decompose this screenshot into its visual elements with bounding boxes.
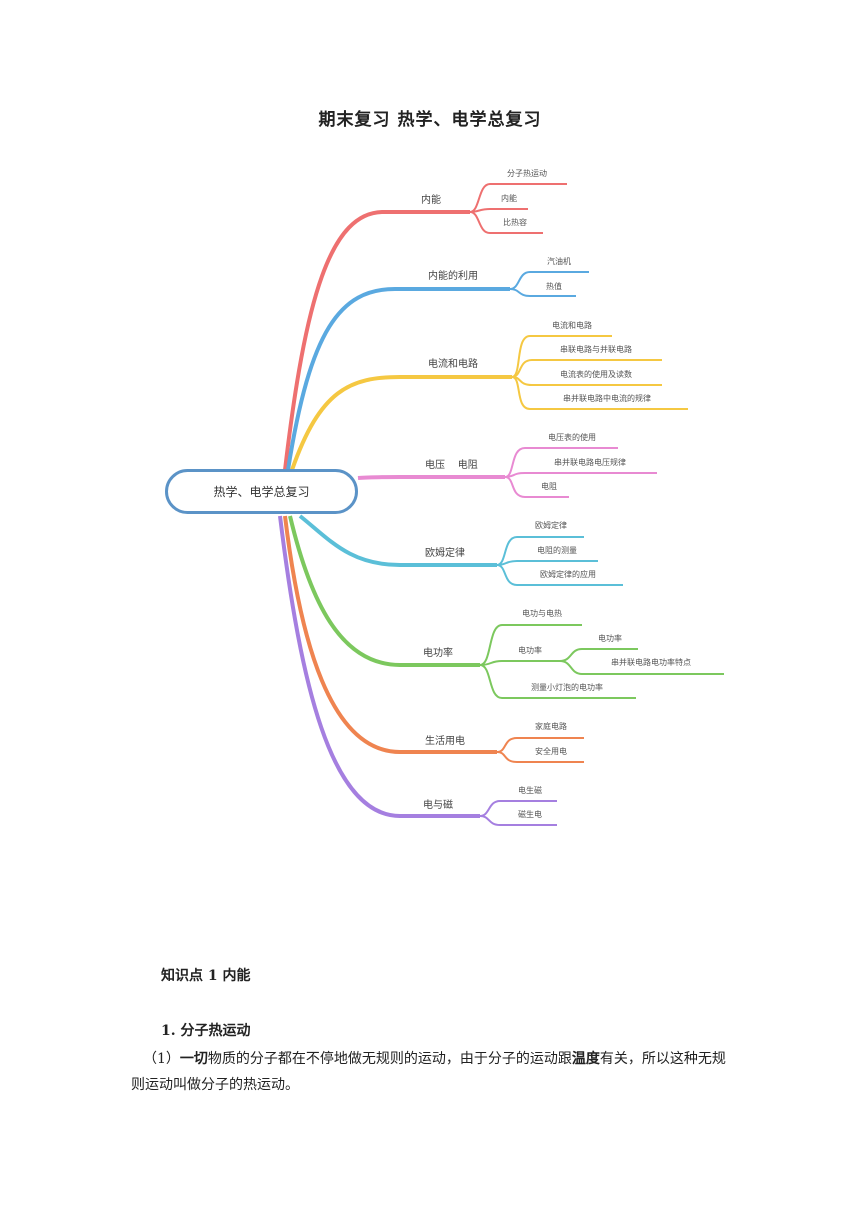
para-mid: 物质的分子都在不停地做无规则的运动，由于分子的运动跟 xyxy=(207,1051,572,1067)
topic-fenzi-reyundong: 分子热运动 xyxy=(507,169,547,178)
topic-dianliubiao: 电流表的使用及读数 xyxy=(560,370,632,379)
topic-cishengdian: 磁生电 xyxy=(518,810,542,819)
branch-label-dianliu: 电流和电路 xyxy=(428,359,478,370)
branch-label-diangonglv: 电功率 xyxy=(423,648,453,659)
topic-chuanlian-binglian: 串联电路与并联电路 xyxy=(560,345,632,354)
branch-label-dianyuci: 电与磁 xyxy=(423,800,453,811)
topic-qiyouji: 汽油机 xyxy=(547,257,571,266)
para-prefix: （1） xyxy=(143,1051,180,1067)
topic-diangonglv-tedian: 串并联电路电功率特点 xyxy=(611,658,691,667)
topic-dianya-guilv: 串并联电路电压规律 xyxy=(554,458,626,467)
topic-ouming-dinglv: 欧姆定律 xyxy=(535,521,567,530)
mind-map-center: 热学、电学总复习 xyxy=(165,469,358,514)
branch-neineng-liyong-lines xyxy=(286,271,589,471)
topic-bire-rong: 比热容 xyxy=(503,218,527,227)
topic-dianzu: 电阻 xyxy=(541,482,557,491)
branch-label-shenghuo: 生活用电 xyxy=(425,736,465,747)
topic-diangonglv-sub: 电功率 xyxy=(598,634,622,643)
section-heading: 知识点 1 内能 xyxy=(161,968,251,984)
para-bold-yiqie: 一切 xyxy=(179,1051,208,1067)
para-tail: 有关，所以这种无规则运动叫做分子的热运动。 xyxy=(131,1051,726,1093)
branch-label-ouming: 欧姆定律 xyxy=(425,548,465,559)
branch-neineng-lines xyxy=(283,183,567,471)
page-title: 期末复习 热学、电学总复习 xyxy=(318,110,542,130)
branch-shenghuo-lines xyxy=(283,515,584,763)
topic-diangong-dianre: 电功与电热 xyxy=(522,609,562,618)
topic-anquan-yongdian: 安全用电 xyxy=(535,747,567,756)
topic-jiating-dianlu: 家庭电路 xyxy=(535,722,567,731)
topic-xiaodengpao: 测量小灯泡的电功率 xyxy=(531,683,603,692)
branch-label-neineng-liyong: 内能的利用 xyxy=(428,271,478,282)
branch-diangonglv-lines xyxy=(288,515,724,699)
branch-ouming-lines xyxy=(298,514,623,586)
topic-dianshengci: 电生磁 xyxy=(518,786,542,795)
topic-dianliu-guilv: 串并联电路中电流的规律 xyxy=(563,394,651,403)
point-heading: 1. 分子热运动 xyxy=(161,1023,251,1039)
branch-dianliu-lines xyxy=(290,335,688,471)
topic-diangonglv: 电功率 xyxy=(518,646,542,655)
topic-neineng: 内能 xyxy=(501,194,517,203)
branch-label-neineng: 内能 xyxy=(421,195,441,206)
branch-label-dianya: 电压 电阻 xyxy=(425,460,478,471)
branch-dianyuci-lines xyxy=(278,515,557,826)
topic-dianliu-dianlu: 电流和电路 xyxy=(552,321,592,330)
topic-ouming-yingyong: 欧姆定律的应用 xyxy=(540,570,596,579)
para-bold-wendu: 温度 xyxy=(571,1051,600,1067)
topic-dianyabiao: 电压表的使用 xyxy=(548,433,596,442)
paragraph: （1）一切物质的分子都在不停地做无规则的运动，由于分子的运动跟温度有关，所以这种… xyxy=(131,1046,731,1098)
branch-dianya-lines xyxy=(357,447,657,498)
topic-dianzu-celiang: 电阻的测量 xyxy=(537,546,577,555)
topic-rezhi: 热值 xyxy=(546,282,562,291)
mind-map-lines xyxy=(278,183,724,826)
